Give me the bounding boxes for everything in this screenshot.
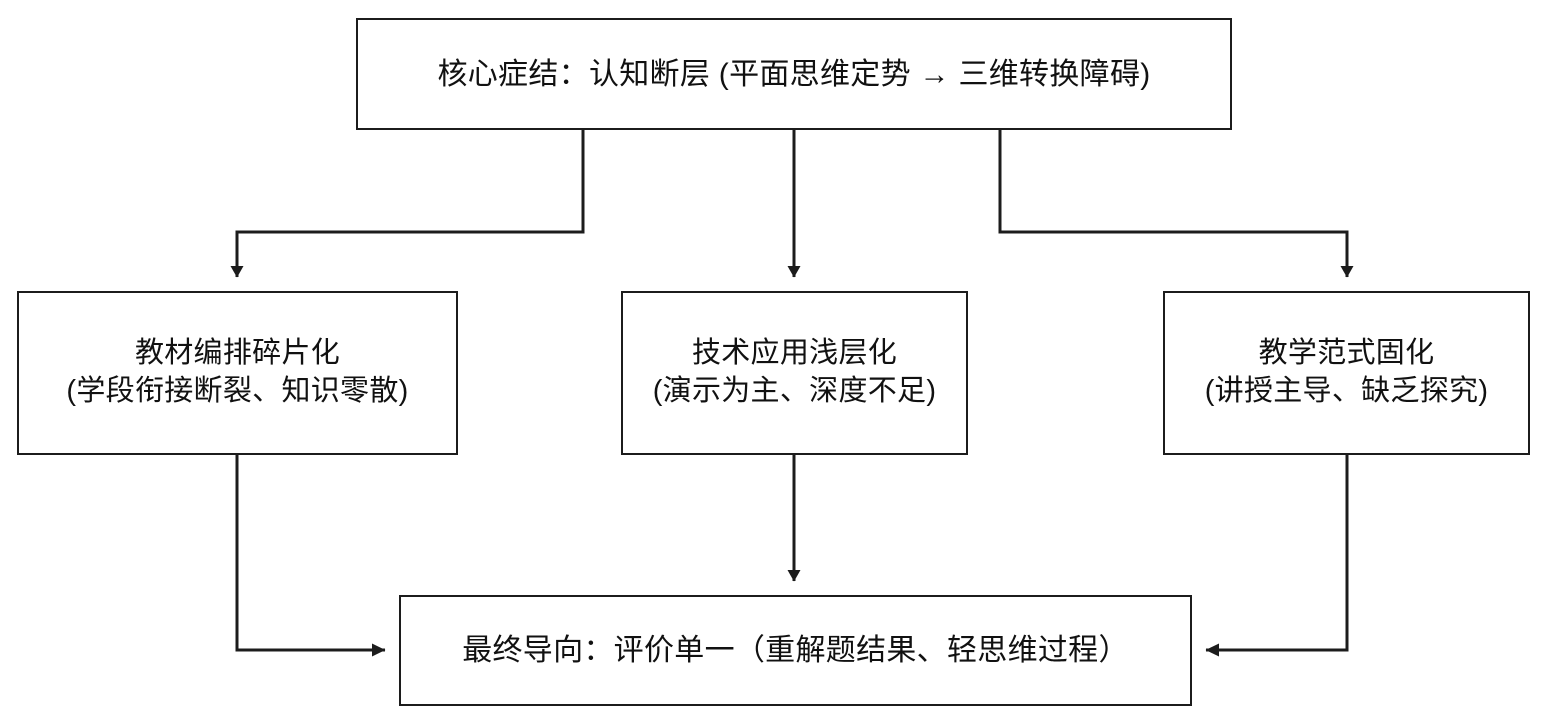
node-technology-shallow-use[interactable]: 技术应用浅层化 (演示为主、深度不足) <box>621 291 968 455</box>
node-root-cause-line-1: 核心症结：认知断层 (平面思维定势 → 三维转换障碍) <box>437 57 1151 91</box>
node-textbook-fragmentation-title: 教材编排碎片化 <box>134 337 341 370</box>
node-final-orientation-line-1: 最终导向：评价单一（重解题结果、轻思维过程） <box>462 634 1129 667</box>
node-final-orientation[interactable]: 最终导向：评价单一（重解题结果、轻思维过程） <box>399 595 1192 706</box>
edge-root-to-textbook <box>230 130 585 278</box>
edge-textbook-to-outcome <box>235 455 386 657</box>
node-technology-shallow-use-title: 技术应用浅层化 <box>691 337 898 370</box>
node-technology-shallow-use-detail: (演示为主、深度不足) <box>652 375 937 407</box>
edge-pedagogy-to-outcome <box>1205 455 1349 657</box>
node-textbook-fragmentation-detail: (学段衔接断裂、知识零散) <box>66 375 409 407</box>
node-root-cause[interactable]: 核心症结：认知断层 (平面思维定势 → 三维转换障碍) <box>356 18 1232 130</box>
node-pedagogy-rigidity[interactable]: 教学范式固化 (讲授主导、缺乏探究) <box>1163 291 1530 455</box>
edge-root-to-pedagogy <box>998 130 1354 278</box>
node-textbook-fragmentation[interactable]: 教材编排碎片化 (学段衔接断裂、知识零散) <box>17 291 458 455</box>
node-pedagogy-rigidity-title: 教学范式固化 <box>1258 337 1435 370</box>
node-pedagogy-rigidity-detail: (讲授主导、缺乏探究) <box>1204 375 1489 407</box>
